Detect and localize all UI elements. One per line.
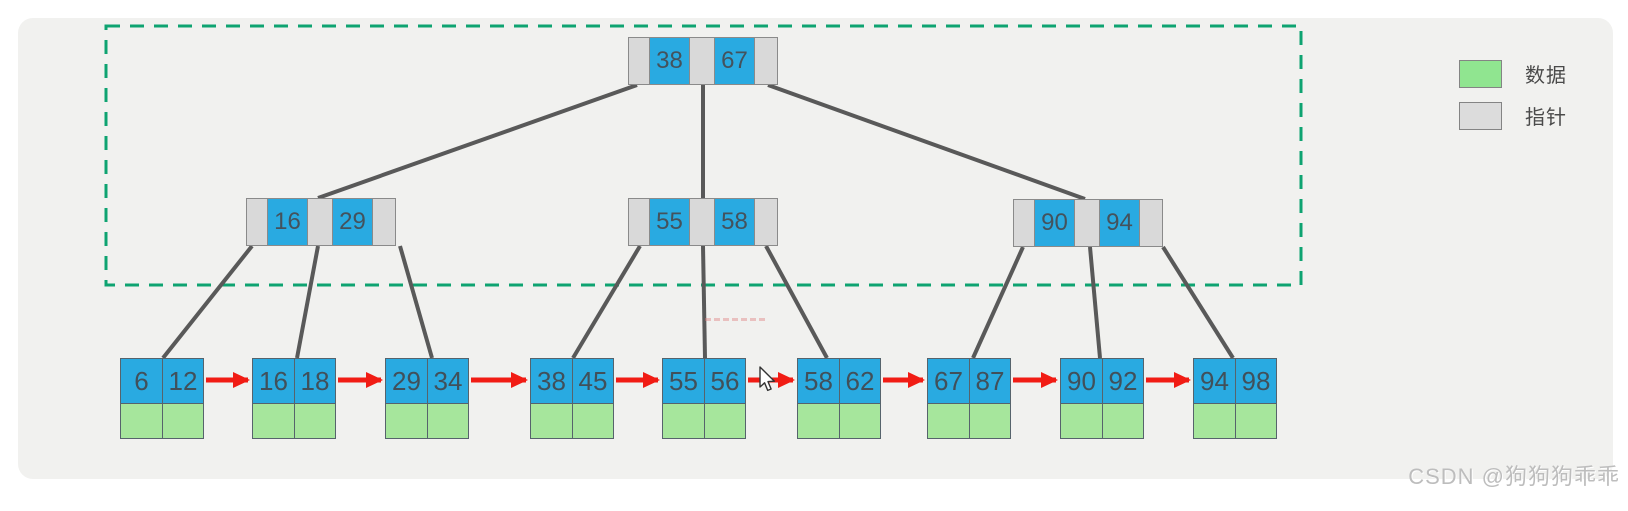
- tree-node-internal-1: 16 29: [246, 198, 396, 246]
- pointer-cell: [247, 199, 267, 245]
- key-cell: 67: [714, 38, 754, 84]
- tree-node-internal-3: 90 94: [1013, 199, 1163, 247]
- key-cell: 6: [121, 359, 162, 404]
- key-cell: 38: [531, 359, 572, 404]
- key-cell: 90: [1034, 200, 1074, 246]
- legend-data-swatch: [1459, 59, 1502, 88]
- pointer-cell: [307, 199, 332, 245]
- pointer-cell: [1139, 200, 1162, 246]
- pointer-cell: [689, 199, 714, 245]
- pointer-cell: [1014, 200, 1034, 246]
- data-cell: [386, 404, 427, 438]
- mouse-cursor-icon: [759, 366, 776, 392]
- pointer-cell: [689, 38, 714, 84]
- key-cell: 67: [928, 359, 969, 404]
- legend-row-pointer: 指针: [1459, 101, 1567, 130]
- leaf-node-5: 55 56: [662, 358, 746, 439]
- legend-pointer-label: 指针: [1525, 107, 1567, 129]
- data-cell: [1061, 404, 1102, 438]
- leaf-node-4: 38 45: [530, 358, 614, 439]
- key-cell: 56: [704, 359, 745, 404]
- leaf-node-1: 6 12: [120, 358, 204, 439]
- leaf-node-2: 16 18: [252, 358, 336, 439]
- faint-dashed-line: [705, 318, 765, 321]
- data-cell: [1235, 404, 1276, 438]
- legend-row-data: 数据: [1459, 59, 1567, 88]
- tree-node-internal-2: 55 58: [628, 198, 778, 246]
- key-cell: 16: [253, 359, 294, 404]
- pointer-cell: [754, 199, 777, 245]
- key-cell: 55: [663, 359, 704, 404]
- key-cell: 98: [1235, 359, 1276, 404]
- data-cell: [162, 404, 203, 438]
- tree-node-root: 38 67: [628, 37, 778, 85]
- key-cell: 29: [386, 359, 427, 404]
- data-cell: [1194, 404, 1235, 438]
- key-cell: 94: [1194, 359, 1235, 404]
- key-cell: 58: [714, 199, 754, 245]
- pointer-cell: [754, 38, 777, 84]
- data-cell: [798, 404, 839, 438]
- key-cell: 87: [969, 359, 1010, 404]
- key-cell: 38: [649, 38, 689, 84]
- key-cell: 29: [332, 199, 372, 245]
- key-cell: 58: [798, 359, 839, 404]
- pointer-cell: [629, 199, 649, 245]
- pointer-cell: [629, 38, 649, 84]
- data-cell: [839, 404, 880, 438]
- leaf-node-7: 67 87: [927, 358, 1011, 439]
- data-cell: [531, 404, 572, 438]
- pointer-cell: [1074, 200, 1099, 246]
- data-cell: [121, 404, 162, 438]
- key-cell: 92: [1102, 359, 1143, 404]
- leaf-node-9: 94 98: [1193, 358, 1277, 439]
- key-cell: 90: [1061, 359, 1102, 404]
- data-cell: [427, 404, 468, 438]
- data-cell: [572, 404, 613, 438]
- tree-edges: [161, 83, 1235, 360]
- key-cell: 18: [294, 359, 335, 404]
- pointer-cell: [372, 199, 395, 245]
- data-cell: [253, 404, 294, 438]
- data-cell: [663, 404, 704, 438]
- data-cell: [704, 404, 745, 438]
- legend: 数据 指针: [1459, 59, 1567, 143]
- leaf-node-8: 90 92: [1060, 358, 1144, 439]
- key-cell: 16: [267, 199, 307, 245]
- key-cell: 34: [427, 359, 468, 404]
- legend-data-label: 数据: [1525, 65, 1567, 87]
- data-cell: [1102, 404, 1143, 438]
- data-cell: [928, 404, 969, 438]
- watermark: CSDN @狗狗狗乖乖: [1408, 464, 1620, 489]
- key-cell: 62: [839, 359, 880, 404]
- key-cell: 45: [572, 359, 613, 404]
- leaf-node-3: 29 34: [385, 358, 469, 439]
- leaf-node-6: 58 62: [797, 358, 881, 439]
- data-cell: [969, 404, 1010, 438]
- key-cell: 94: [1099, 200, 1139, 246]
- data-cell: [294, 404, 335, 438]
- key-cell: 12: [162, 359, 203, 404]
- legend-pointer-swatch: [1459, 101, 1502, 130]
- key-cell: 55: [649, 199, 689, 245]
